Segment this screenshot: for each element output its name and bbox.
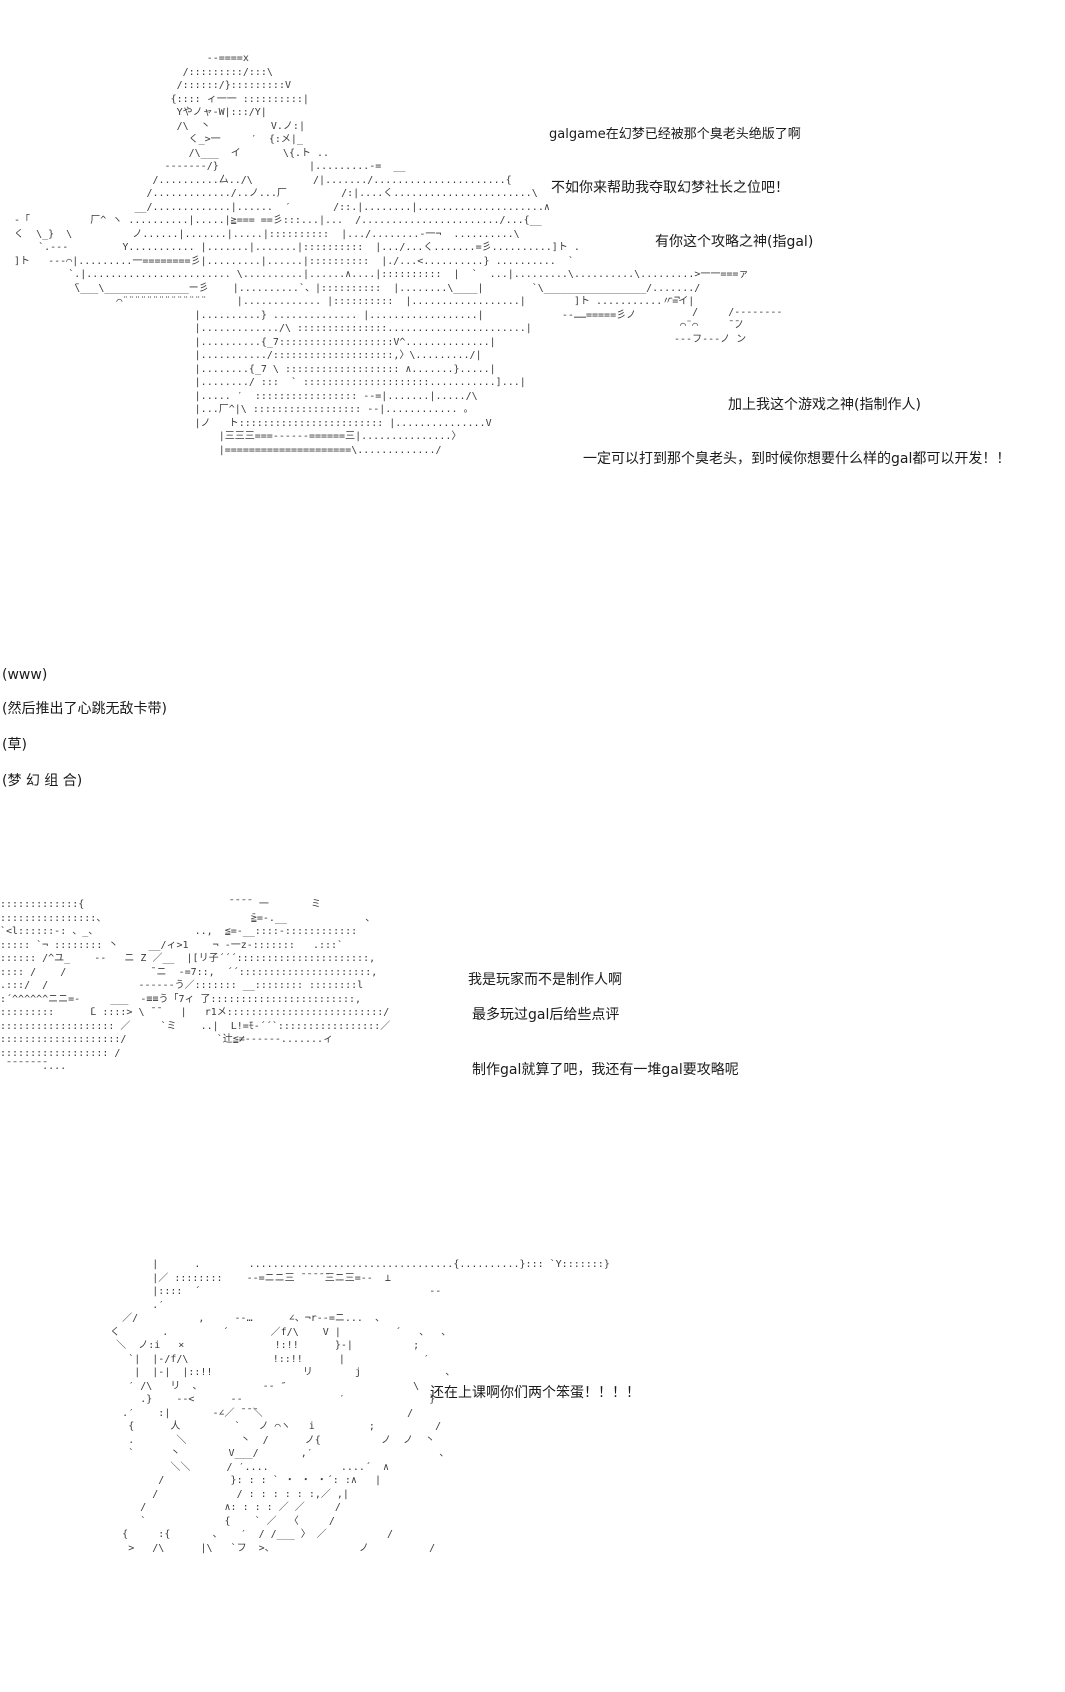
ascii-art-scene-1: --====x /:::::::::/:::\ /::::::/}:::::::… — [14, 53, 749, 456]
dialogue-line: 我是玩家而不是制作人啊 — [468, 972, 622, 988]
dialogue-line: 加上我这个游戏之神(指制作人) — [728, 397, 921, 413]
reaction-line: (然后推出了心跳无敌卡带) — [2, 701, 167, 717]
dialogue-line: 最多玩过gal后给些点评 — [472, 1007, 620, 1023]
reaction-line: (梦 幻 组 合) — [2, 773, 83, 789]
dialogue-line: 不如你来帮助我夺取幻梦社长之位吧！ — [551, 180, 789, 196]
ascii-art-scene-2: :::::::::::::{ ̄ ̄ ̄ ̄ 一 ミ :::::::::::::… — [0, 899, 391, 1072]
dialogue-line: 制作gal就算了吧，我还有一堆gal要攻略呢 — [472, 1062, 739, 1078]
dialogue-line: 一定可以打到那个臭老头，到时候你想要什么样的gal都可以开发！！ — [583, 451, 1011, 467]
ascii-art-scene-3: | . ..................................{.… — [110, 1259, 610, 1554]
reaction-line: (www) — [2, 667, 48, 683]
dialogue-line: 还在上课啊你们两个笨蛋！！！！ — [430, 1385, 640, 1401]
dialogue-line: galgame在幻梦已经被那个臭老头绝版了啊 — [549, 127, 801, 142]
ascii-art-scene-1-aside: -¬ / /-------- ⌒¨⌒ ̄ ̄ノ ---フ---ノ ン — [668, 293, 783, 345]
dialogue-line: 有你这个攻略之神(指gal) — [655, 234, 814, 250]
reaction-line: (草) — [2, 737, 27, 753]
